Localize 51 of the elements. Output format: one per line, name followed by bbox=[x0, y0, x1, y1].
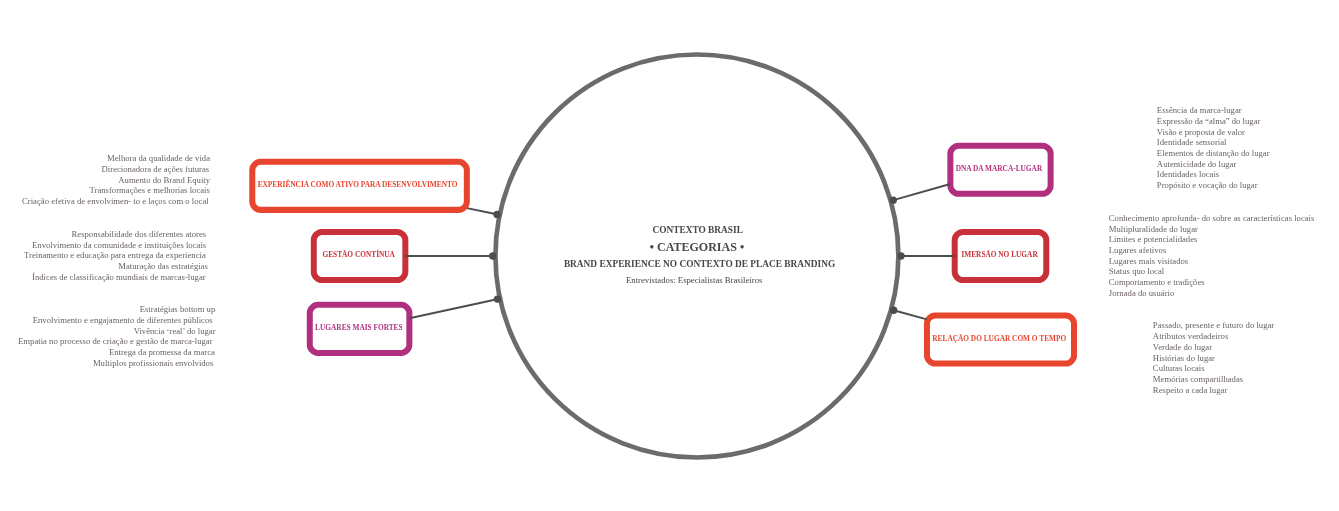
node-label: Treinamento e educação para entrega da experiencia bbox=[24, 249, 206, 260]
node-label: Identidade sensorial bbox=[1156, 136, 1227, 147]
node-label: Jornada do usuário bbox=[1108, 287, 1175, 298]
node-label: Transformações e melhorias locais bbox=[89, 184, 210, 195]
node-label: Responsabilidade dos diferentes atores bbox=[71, 228, 207, 239]
connector bbox=[405, 251, 497, 260]
node-label: Lugares afetivos bbox=[1108, 244, 1167, 255]
node-label: Essência da marca-lugar bbox=[1156, 104, 1242, 115]
node-label: Culturas locais bbox=[1152, 362, 1205, 373]
node-label: Memórias compartilhadas bbox=[1152, 373, 1244, 384]
node-label: Respeito a cada lugar bbox=[1152, 384, 1228, 395]
node-label: Expressão da “alma” do lugar bbox=[1156, 115, 1261, 126]
node-label: Passado, presente e futuro do lugar bbox=[1152, 319, 1275, 330]
node-label: Estratégias bottom up bbox=[139, 303, 216, 314]
node-label: Multipluralidade do lugar bbox=[1108, 223, 1198, 234]
node-box: RELAÇÃO DO LUGAR COM O TEMPO bbox=[923, 311, 1077, 367]
connector bbox=[409, 294, 502, 319]
node-label: Atributos verdadeiros bbox=[1152, 330, 1229, 341]
node-label: Direcionadora de ações futuras bbox=[101, 163, 210, 174]
node-label: Visão e proposta de valor bbox=[1156, 126, 1245, 137]
node-box: GESTÃO CONTÍNUA bbox=[310, 228, 409, 283]
node-label: Envolvimento e engajamento de diferentes públicos bbox=[32, 314, 213, 325]
node-label: Aumento do Brand Equity bbox=[118, 174, 211, 185]
node-label: Multiplos profissionais envolvidos bbox=[92, 357, 214, 368]
node-label: Melhora da qualidade de vida bbox=[106, 152, 210, 163]
node-label: Status quo local bbox=[1108, 265, 1165, 276]
node-label: Entrega da promessa da marca bbox=[108, 346, 215, 357]
node-label: Maturação das estratégias bbox=[118, 260, 208, 271]
node-label: Autenticidade do lugar bbox=[1156, 158, 1237, 169]
node-label: Elementos de distanção do lugar bbox=[1156, 147, 1270, 158]
node-box: EXPERIÊNCIA COMO ATIVO PARA DESENVOLVIMENTO bbox=[249, 158, 470, 213]
node-label: Limites e potencialidades bbox=[1108, 233, 1198, 244]
connector bbox=[890, 306, 928, 320]
node-label: Vivência ‘real’ do lugar bbox=[133, 325, 216, 336]
node-label: Propósito e vocação do lugar bbox=[1156, 179, 1258, 190]
node-box: LUGARES MAIS FORTES bbox=[306, 301, 413, 356]
node-box: DNA DA MARCA-LUGAR bbox=[947, 142, 1054, 197]
node-label: Lugares mais visitados bbox=[1108, 255, 1189, 266]
node-label: Empatia no processo de criação e gestão de marca-lugar bbox=[18, 335, 213, 346]
node-label: Índices de classificação mundiais de marcas-lugar bbox=[32, 271, 206, 282]
node-label: Histórias do lugar bbox=[1152, 352, 1216, 363]
node-box: IMERSÃO NO LUGAR bbox=[951, 228, 1050, 283]
node-label: Verdade do lugar bbox=[1152, 341, 1213, 352]
node-label: Conhecimento aprofunda- do sobre as características locais bbox=[1108, 212, 1315, 223]
node-label: Identidades locais bbox=[1156, 168, 1220, 179]
node-label: Criação efetiva de envolvimen- to e laços com o local bbox=[22, 195, 209, 206]
connector bbox=[889, 182, 951, 204]
node-label: Comportamento e tradições bbox=[1108, 276, 1205, 287]
node-label: Envolvimento da comunidade e instituições locais bbox=[32, 239, 207, 250]
connector bbox=[897, 251, 955, 260]
connector bbox=[466, 206, 501, 218]
